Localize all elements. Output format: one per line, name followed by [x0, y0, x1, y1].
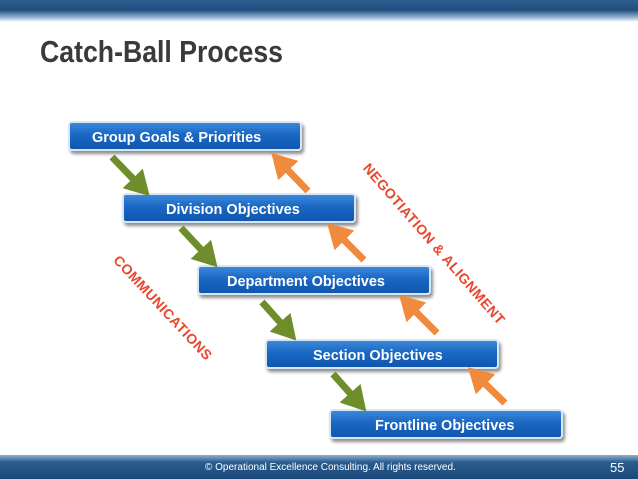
slide-title: Catch-Ball Process [40, 34, 284, 69]
down-arrow-1 [109, 154, 150, 197]
box-frontline-objectives-label: Frontline Objectives [375, 418, 515, 434]
footer-band [0, 455, 638, 479]
box-group-goals-label: Group Goals & Priorities [92, 130, 262, 146]
box-group-goals: Group Goals & Priorities [68, 121, 302, 151]
box-division-objectives-label: Division Objectives [166, 202, 300, 218]
down-arrow-3 [259, 299, 297, 341]
page-number: 55 [610, 460, 625, 475]
copyright-text: © Operational Excellence Consulting. All… [205, 462, 456, 473]
down-arrow-4 [330, 371, 367, 412]
box-frontline-objectives: Frontline Objectives [329, 409, 563, 439]
up-arrow-1 [271, 152, 311, 194]
box-division-objectives: Division Objectives [122, 193, 356, 223]
box-section-objectives: Section Objectives [265, 339, 499, 369]
up-arrow-4 [467, 367, 508, 406]
up-arrow-2 [327, 223, 367, 263]
box-section-objectives-label: Section Objectives [313, 348, 443, 364]
top-header-band [0, 0, 638, 22]
box-department-objectives: Department Objectives [197, 265, 431, 295]
down-arrow-2 [178, 225, 218, 268]
up-arrow-3 [399, 295, 440, 336]
box-department-objectives-label: Department Objectives [227, 274, 385, 290]
